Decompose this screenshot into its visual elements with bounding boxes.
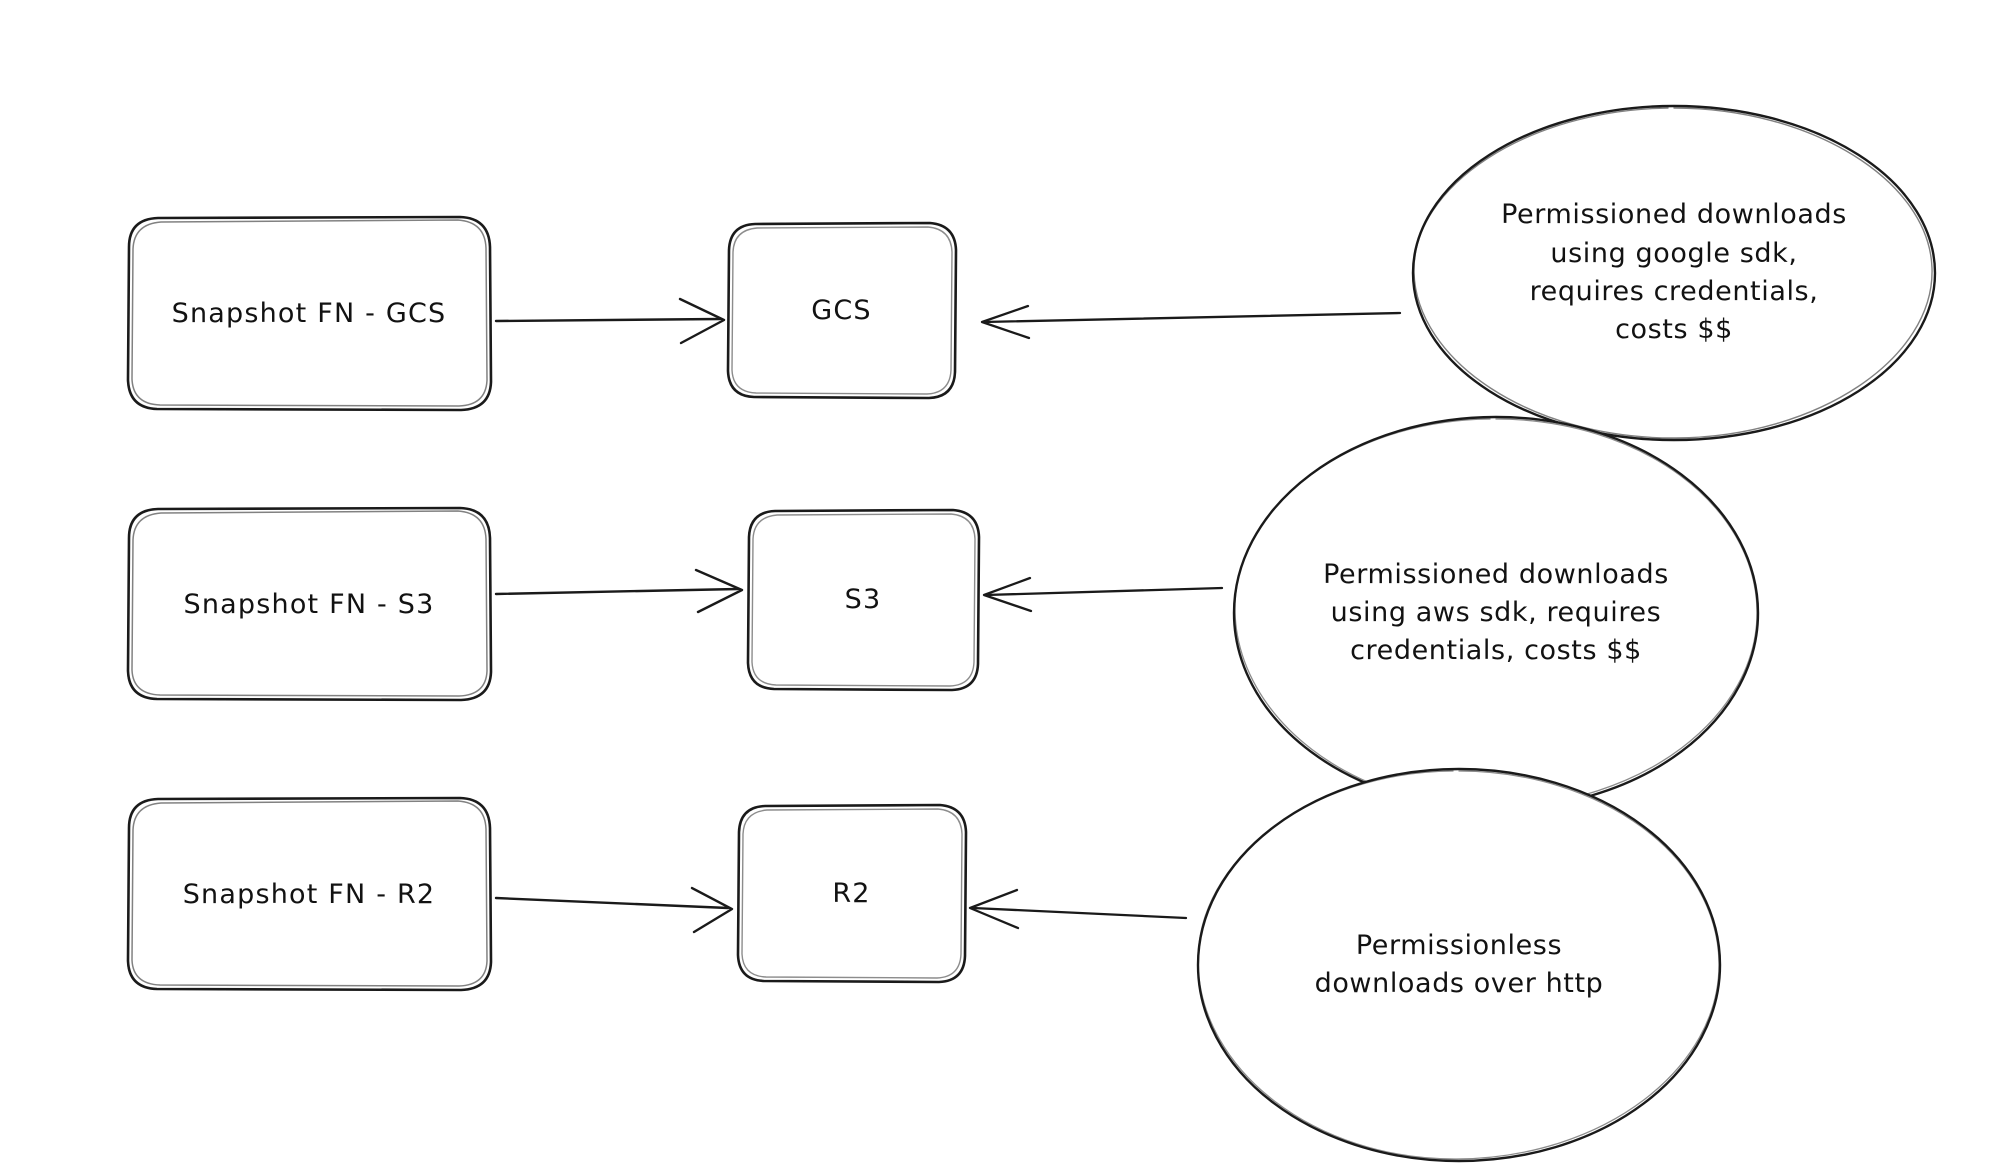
arrow-snapshot-fn-s3-to-s3 xyxy=(494,568,744,614)
node-snapshot-fn-gcs[interactable] xyxy=(126,215,493,412)
arrow-note-r2-to-r2 xyxy=(968,888,1188,930)
row-s3 xyxy=(126,415,1760,811)
note-s3[interactable] xyxy=(1232,415,1760,811)
row-r2 xyxy=(126,767,1722,1163)
node-r2[interactable] xyxy=(736,803,968,984)
note-gcs[interactable] xyxy=(1411,104,1937,442)
arrow-snapshot-fn-r2-to-r2 xyxy=(494,886,734,934)
arrow-note-gcs-to-gcs xyxy=(980,304,1402,340)
arrow-note-s3-to-s3 xyxy=(982,576,1224,613)
arrow-snapshot-fn-gcs-to-gcs xyxy=(494,297,726,345)
node-snapshot-fn-s3[interactable] xyxy=(126,506,493,702)
node-gcs[interactable] xyxy=(726,221,958,400)
node-s3[interactable] xyxy=(746,508,981,692)
note-r2[interactable] xyxy=(1196,767,1722,1163)
node-snapshot-fn-r2[interactable] xyxy=(126,796,493,992)
row-gcs xyxy=(126,104,1937,442)
